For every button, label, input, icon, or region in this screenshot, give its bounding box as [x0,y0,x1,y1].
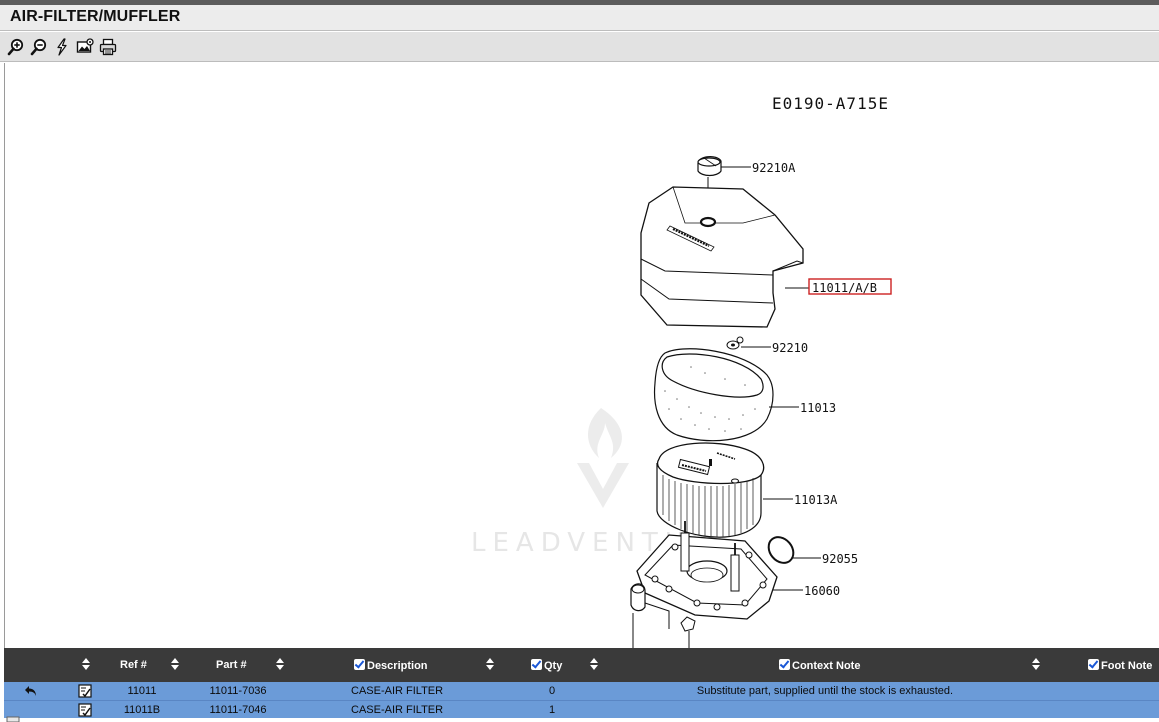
foam-filter-part[interactable] [653,348,774,442]
print-icon [99,38,117,56]
label-92210[interactable]: 92210 [772,341,808,355]
sort-icon[interactable] [170,657,180,673]
cell-context-note: Substitute part, supplied until the stoc… [696,685,954,697]
column-header-description[interactable]: Description [354,659,428,672]
table-header: Ref # Part # Description Qty Context Not… [4,648,1159,682]
image-settings-icon [76,38,94,53]
sort-icon[interactable] [275,657,285,673]
sort-icon[interactable] [589,657,599,673]
filter-element-part[interactable] [656,442,765,538]
column-header-description-label: Description [367,660,428,672]
lightning-button[interactable] [52,37,72,57]
column-header-foot-note[interactable]: Foot Note [1088,659,1152,672]
back-arrow-icon[interactable] [24,684,38,698]
cell-ref: 11011B [123,704,161,716]
hose-fitting-part[interactable] [630,583,696,648]
toolbar [0,32,1159,62]
print-button[interactable] [98,37,118,57]
cell-description: CASE-AIR FILTER [351,685,444,697]
window-top-strip [0,0,1159,5]
page-title: AIR-FILTER/MUFFLER [10,8,181,25]
column-header-foot-note-label: Foot Note [1101,660,1153,672]
zoom-out-icon [30,38,47,56]
knob-part[interactable] [697,156,722,213]
parts-table: Ref # Part # Description Qty Context Not… [4,648,1159,722]
column-header-context-note-label: Context Note [792,660,861,672]
zoom-out-button[interactable] [29,37,49,57]
column-header-context-note[interactable]: Context Note [779,659,860,672]
cell-ref: 11011 [127,685,157,697]
cell-description: CASE-AIR FILTER [351,704,444,716]
label-16060[interactable]: 16060 [804,584,840,598]
table-row[interactable]: 11011 11011-7036 CASE-AIR FILTER 0 Subst… [4,682,1159,700]
qty-column-checkbox[interactable] [531,659,542,670]
label-92055[interactable]: 92055 [822,552,858,566]
zoom-in-button[interactable] [6,37,26,57]
cell-qty: 0 [548,685,556,697]
diagram-viewer[interactable]: LEADVENTURE E0190-A715E 92210A [4,63,1159,648]
column-header-part[interactable]: Part # [216,659,247,671]
sort-icon[interactable] [485,657,495,673]
label-11013a[interactable]: 11013A [794,493,838,507]
sort-icon[interactable] [81,657,91,673]
o-ring-part[interactable] [764,532,799,568]
context-note-column-checkbox[interactable] [779,659,790,670]
foot-note-column-checkbox[interactable] [1088,659,1099,670]
zoom-in-icon [7,38,24,56]
base-plate-part[interactable] [636,521,778,620]
label-92210a[interactable]: 92210A [752,161,796,175]
column-header-qty[interactable]: Qty [531,659,562,672]
label-11013[interactable]: 11013 [800,401,836,415]
label-11011-a-b[interactable]: 11011/A/B [812,281,877,295]
row-icon-partial [6,716,20,722]
sort-icon[interactable] [1031,657,1041,673]
air-filter-case[interactable] [640,186,804,328]
add-to-list-icon[interactable] [78,703,92,717]
label-highlight-box [808,278,892,295]
nut-part[interactable] [726,336,744,350]
lightning-icon [57,38,67,56]
table-row[interactable]: 11011B 11011-7046 CASE-AIR FILTER 1 [4,700,1159,718]
parts-diagram: LEADVENTURE E0190-A715E 92210A [471,94,892,648]
cell-part-number: 11011-7036 [209,685,267,697]
cell-part-number: 11011-7046 [209,704,267,716]
image-settings-button[interactable] [75,37,95,57]
column-header-ref[interactable]: Ref # [120,659,147,671]
add-to-list-icon[interactable] [78,684,92,698]
title-bar: AIR-FILTER/MUFFLER [0,5,1159,31]
diagram-code: E0190-A715E [772,94,889,113]
watermark-flame-icon [588,408,622,458]
cell-qty: 1 [548,704,556,716]
column-header-qty-label: Qty [544,660,563,672]
description-column-checkbox[interactable] [354,659,365,670]
watermark-v-icon [577,463,629,508]
